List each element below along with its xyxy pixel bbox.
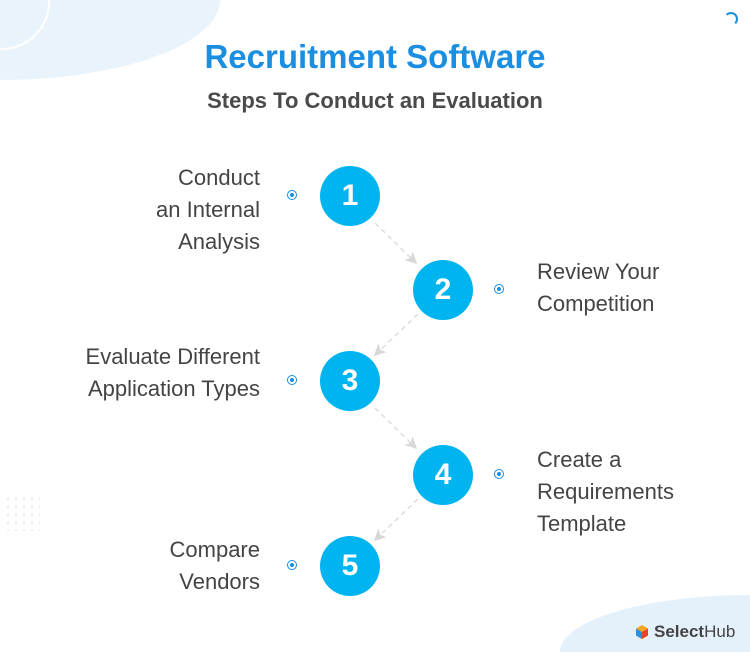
label-line: Requirements xyxy=(537,479,674,504)
arrow-2-3 xyxy=(373,313,419,357)
step-1-circle: 1 xyxy=(320,166,380,226)
label-line: Vendors xyxy=(179,569,260,594)
label-line: Template xyxy=(537,511,627,536)
page-subtitle: Steps To Conduct an Evaluation xyxy=(207,88,543,113)
label-line: Conduct xyxy=(178,165,260,190)
label-line: Review Your xyxy=(537,259,660,284)
page-title: Recruitment Software xyxy=(204,38,546,75)
step-4-label: Create a Requirements Template xyxy=(537,444,674,540)
arrow-4-5 xyxy=(373,498,419,542)
step-3-label: Evaluate Different Application Types xyxy=(86,341,260,405)
bullet-icon xyxy=(287,375,297,385)
refresh-icon xyxy=(724,12,738,26)
logo-text-regular: Hub xyxy=(704,622,736,641)
arrow-1-2 xyxy=(374,222,418,265)
label-line: Evaluate Different xyxy=(85,344,260,369)
bullet-icon xyxy=(287,190,297,200)
step-2-label: Review Your Competition xyxy=(537,256,659,320)
step-5-circle: 5 xyxy=(320,536,380,596)
label-line: an Internal xyxy=(156,197,260,222)
hexagon-logo-icon xyxy=(636,625,648,639)
step-1-label: Conduct an Internal Analysis xyxy=(156,162,260,258)
step-5-label: Compare Vendors xyxy=(170,534,260,598)
label-line: Application Types xyxy=(87,376,260,401)
step-3-circle: 3 xyxy=(320,351,380,411)
label-line: Competition xyxy=(537,291,655,316)
decorative-dot-grid xyxy=(4,495,40,531)
label-line: Create a xyxy=(537,447,622,472)
step-4-circle: 4 xyxy=(413,445,473,505)
label-line: Compare xyxy=(169,537,260,562)
bullet-icon xyxy=(494,284,504,294)
selecthub-logo: SelectHub xyxy=(634,622,735,642)
label-line: Analysis xyxy=(178,229,260,254)
bullet-icon xyxy=(494,469,504,479)
arrow-3-4 xyxy=(374,407,418,450)
logo-text-bold: Select xyxy=(654,622,705,641)
step-2-circle: 2 xyxy=(413,260,473,320)
bullet-icon xyxy=(287,560,297,570)
